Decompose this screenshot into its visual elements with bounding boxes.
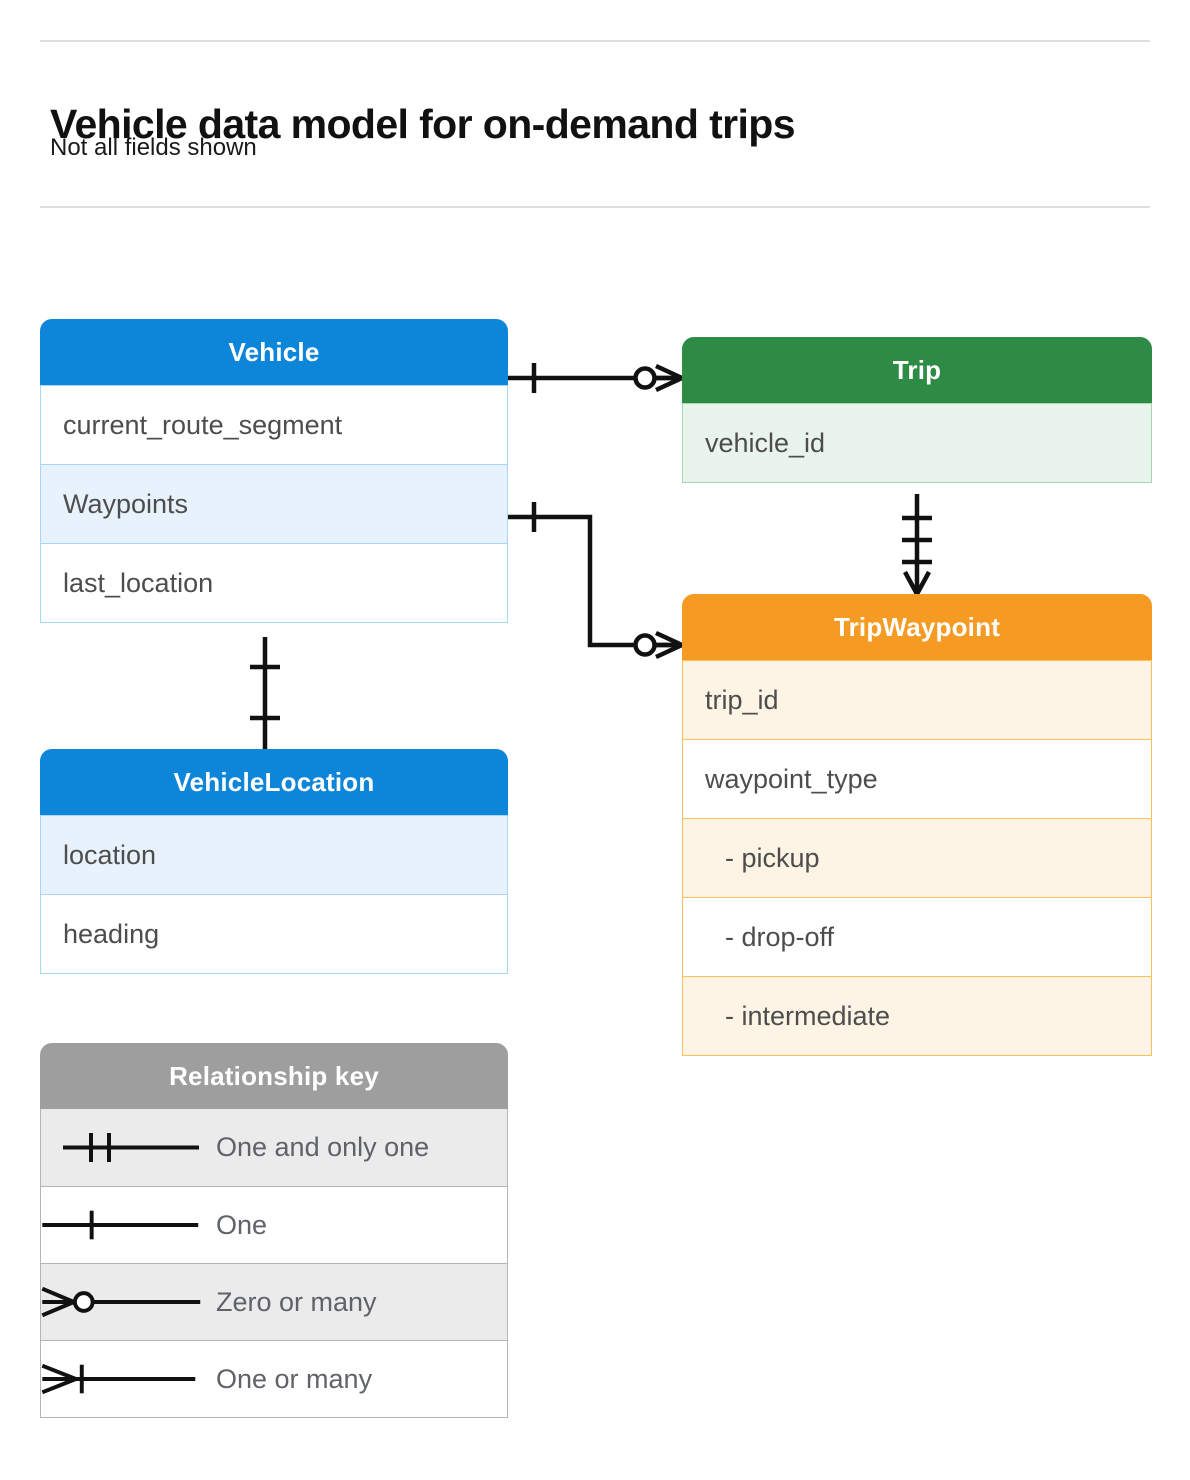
header-divider-top — [40, 40, 1150, 42]
legend-label-zero-or-many: Zero or many — [216, 1286, 377, 1317]
field-waypoint-type-pickup[interactable]: - pickup — [683, 818, 1151, 897]
legend-label-one-or-many: One or many — [216, 1363, 373, 1394]
legend-row-one-and-only-one: One and only one — [41, 1109, 507, 1186]
entity-trip-title: Trip — [682, 337, 1152, 403]
field-heading[interactable]: heading — [41, 894, 507, 973]
legend-row-one-or-many: One or many — [41, 1340, 507, 1417]
legend-label-one-and-only-one: One and only one — [216, 1132, 430, 1162]
entity-vehiclelocation-title: VehicleLocation — [40, 749, 508, 815]
field-last-location[interactable]: last_location — [41, 543, 507, 622]
one-and-only-one-symbol — [63, 1133, 199, 1162]
page-title: Vehicle data model for on-demand trips — [50, 101, 796, 148]
entity-vehiclelocation[interactable]: VehicleLocation location heading — [40, 749, 508, 974]
legend-row-one: One — [41, 1186, 507, 1263]
one-or-many-symbol — [41, 1363, 196, 1395]
field-location[interactable]: location — [41, 815, 507, 894]
header-divider-bottom — [40, 206, 1150, 208]
page-subtitle: Not all fields shown — [50, 134, 257, 161]
entity-trip[interactable]: Trip vehicle_id — [682, 337, 1152, 483]
connector-vehicle-trip — [508, 363, 683, 393]
field-trip-id[interactable]: trip_id — [683, 660, 1151, 739]
legend-title: Relationship key — [40, 1043, 508, 1109]
entity-vehicle[interactable]: Vehicle current_route_segment Waypoints … — [40, 319, 508, 623]
field-current-route-segment[interactable]: current_route_segment — [41, 385, 507, 464]
field-vehicle-id[interactable]: vehicle_id — [683, 403, 1151, 482]
field-waypoint-type-intermediate[interactable]: - intermediate — [683, 976, 1151, 1055]
legend-label-one: One — [216, 1209, 268, 1240]
connector-vehicle-vehiclelocation — [250, 637, 280, 749]
connector-waypoints-tripwaypoint — [508, 502, 683, 660]
entity-tripwaypoint-fields: trip_id waypoint_type - pickup - drop-of… — [682, 660, 1152, 1056]
legend-rows: One and only one One Zero — [40, 1109, 508, 1418]
entity-vehicle-fields: current_route_segment Waypoints last_loc… — [40, 385, 508, 623]
entity-trip-fields: vehicle_id — [682, 403, 1152, 483]
relationship-key-legend: Relationship key One and only one One — [40, 1043, 508, 1418]
one-symbol — [42, 1210, 199, 1240]
entity-tripwaypoint-title: TripWaypoint — [682, 594, 1152, 660]
connector-trip-tripwaypoint — [902, 494, 932, 596]
field-waypoints[interactable]: Waypoints — [41, 464, 507, 543]
entity-vehicle-title: Vehicle — [40, 319, 508, 385]
legend-row-zero-or-many: Zero or many — [41, 1263, 507, 1340]
entity-tripwaypoint[interactable]: TripWaypoint trip_id waypoint_type - pic… — [682, 594, 1152, 1056]
field-waypoint-type-dropoff[interactable]: - drop-off — [683, 897, 1151, 976]
field-waypoint-type[interactable]: waypoint_type — [683, 739, 1151, 818]
entity-vehiclelocation-fields: location heading — [40, 815, 508, 974]
zero-or-many-symbol — [41, 1286, 201, 1318]
